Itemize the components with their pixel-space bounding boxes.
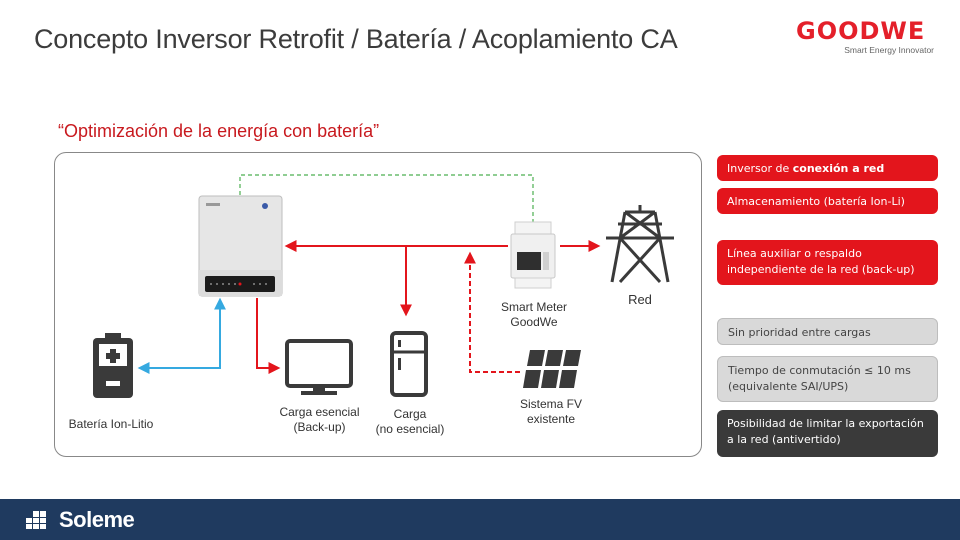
pv-label: Sistema FV existente [503, 397, 599, 427]
logo-wordmark: GOODWE [796, 17, 926, 45]
pv-line [464, 251, 520, 373]
load-label-line2: (no esencial) [375, 422, 445, 436]
diagram-frame [54, 152, 702, 457]
solar-panel-icon [523, 350, 581, 388]
goodwe-logo: GOODWE Smart Energy Innovator [796, 18, 938, 58]
battery-icon [93, 333, 133, 398]
feature-grid-inverter: Inversor de conexión a red [717, 155, 938, 181]
backup-line [256, 298, 281, 374]
meter-label-line1: Smart Meter [500, 300, 567, 314]
comm-line [239, 174, 534, 222]
load-label: Carga (no esencial) [362, 407, 458, 437]
essential-load-label-line1: Carga esencial [279, 405, 360, 419]
feature-switching-time: Tiempo de conmutación ≤ 10 ms (equivalen… [717, 356, 938, 402]
fridge-icon [390, 331, 428, 397]
footer-bar: Soleme [0, 499, 960, 540]
power-tower-icon [606, 205, 674, 284]
battery-label: Batería Ion-Litio [68, 417, 154, 431]
pv-label-line1: Sistema FV [519, 397, 582, 411]
feature-backup: Línea auxiliar o respaldo independiente … [717, 240, 938, 285]
essential-load-label: Carga esencial (Back-up) [262, 405, 377, 435]
feature-export-limit: Posibilidad de limitar la exportación a … [717, 410, 938, 457]
essential-load-label-line2: (Back-up) [293, 420, 346, 434]
soleme-wordmark: Soleme [59, 507, 135, 532]
feature-storage: Almacenamiento (batería Ion-Li) [717, 188, 938, 214]
inverter-icon [198, 195, 283, 297]
feature-text-bold: conexión a red [792, 162, 885, 175]
soleme-mark-icon [26, 511, 46, 529]
grid-label: Red [628, 292, 652, 307]
meter-label-line2: GoodWe [510, 315, 558, 329]
page-title: Concepto Inversor Retrofit / Batería / A… [34, 24, 678, 54]
logo-tagline: Smart Energy Innovator [844, 45, 934, 55]
feature-text: Inversor de [727, 162, 793, 175]
load-label-line1: Carga [393, 407, 427, 421]
diagram-subtitle: “Optimización de la energía con batería” [58, 121, 380, 141]
feature-no-priority: Sin prioridad entre cargas [717, 318, 938, 345]
dc-line [137, 297, 226, 374]
meter-label: Smart Meter GoodWe [486, 300, 582, 330]
smart-meter-icon [510, 221, 556, 289]
soleme-logo: Soleme [26, 507, 135, 533]
monitor-icon [285, 339, 353, 395]
pv-label-line2: existente [526, 412, 576, 426]
